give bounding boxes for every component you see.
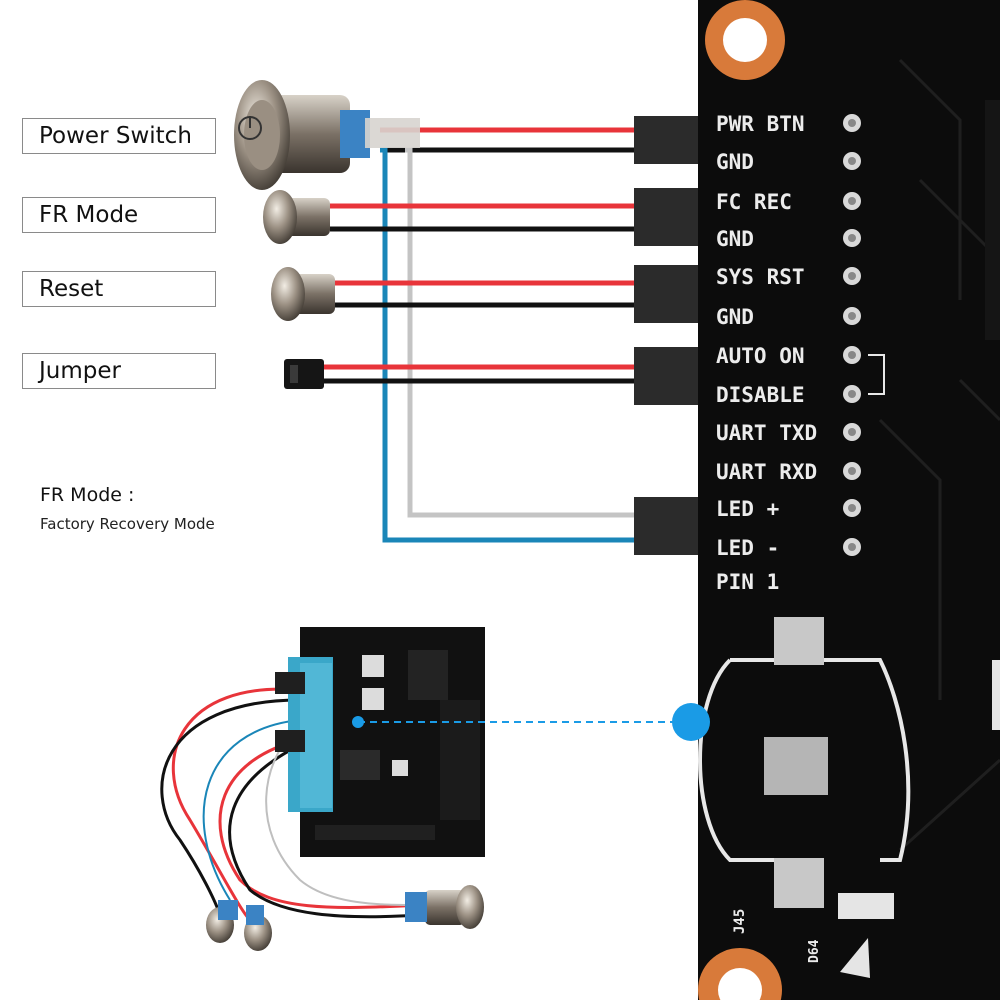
pin-label-sys-rst: SYS RST <box>716 265 805 289</box>
connector-fc-rec <box>634 188 698 246</box>
jumper-label: Jumper <box>22 353 216 389</box>
pin-label-gnd-1: GND <box>716 150 754 174</box>
jumper-icon <box>284 359 324 389</box>
callout-start-dot <box>352 716 364 728</box>
jumper-bracket <box>868 354 885 395</box>
fr-mode-note-subtitle: Factory Recovery Mode <box>40 515 215 533</box>
smd-component <box>838 893 894 919</box>
pin-header <box>843 114 885 556</box>
pin-label-pwr-btn: PWR BTN <box>716 112 805 136</box>
reset-button-icon <box>271 267 335 321</box>
pin-label-uart-txd: UART TXD <box>716 421 817 445</box>
pin-label-pin-1: PIN 1 <box>716 570 779 594</box>
connector-led <box>634 497 698 555</box>
pin-label-uart-rxd: UART RXD <box>716 460 817 484</box>
assembly-photo <box>160 627 485 951</box>
battery-pad-bottom <box>774 858 824 908</box>
callout-end-dot <box>672 703 710 741</box>
connector-sys-rst <box>634 265 698 323</box>
pin-label-gnd-2: GND <box>716 227 754 251</box>
connector-pwr <box>634 116 698 164</box>
fr-mode-note-title: FR Mode : <box>40 484 135 506</box>
pin-label-auto-on: AUTO ON <box>716 344 805 368</box>
pin-label-led-plus: LED + <box>716 497 779 521</box>
connector-jumper <box>634 347 698 405</box>
pin-label-gnd-3: GND <box>716 305 754 329</box>
reset-label: Reset <box>22 271 216 307</box>
pin-label-led-minus: LED - <box>716 536 779 560</box>
power-switch-label: Power Switch <box>22 118 216 154</box>
power-switch-icon <box>234 80 420 190</box>
fr-mode-button-icon <box>263 190 330 244</box>
fr-mode-label: FR Mode <box>22 197 216 233</box>
board-mark-d64: D64 <box>807 939 822 963</box>
battery-pad-top <box>774 617 824 665</box>
battery-pad-center <box>764 737 828 795</box>
wires <box>320 127 640 543</box>
pin-label-disable: DISABLE <box>716 383 805 407</box>
connectors <box>634 116 698 555</box>
pin-label-fc-rec: FC REC <box>716 190 792 214</box>
board-mark-j45: J45 <box>732 909 748 934</box>
